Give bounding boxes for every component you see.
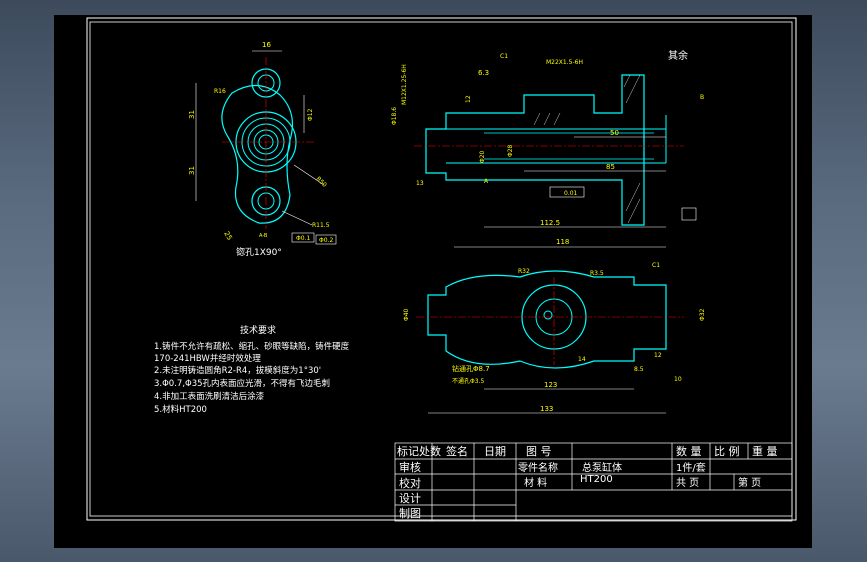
tb-qty: 1件/套	[676, 461, 706, 474]
hatch	[533, 112, 541, 126]
hatch	[625, 74, 641, 104]
tech-line: 4.非加工表面洗刷清洁后涂漆	[154, 391, 265, 402]
dim-small: Φ12	[307, 108, 314, 121]
tb-review: 审核	[399, 460, 421, 474]
tech-heading: 技术要求	[240, 324, 276, 336]
hatch	[625, 182, 641, 212]
dim-d28: Φ28	[507, 144, 514, 157]
dim-c1: C1	[500, 53, 508, 60]
port-hole	[543, 310, 553, 320]
dim-16: 16	[262, 41, 271, 49]
dim-12-b: 12	[654, 352, 662, 359]
dim-112-5: 112.5	[540, 219, 560, 227]
drill-note-1: 钻通孔Φ8.7	[452, 364, 490, 373]
tech-requirements: 技术要求 1.铸件不允许有疏松、缩孔、砂眼等缺陷，铸件硬度 170-241HBW…	[154, 324, 350, 415]
dim-d20: Φ20	[479, 150, 486, 163]
dim-r32: R32	[518, 268, 530, 275]
tol-box-2-text: Φ0.2	[319, 237, 333, 244]
dim-14: 14	[578, 356, 586, 363]
tech-line: 2.未注明铸造圆角R2-R4，拔模斜度为1°30'	[154, 365, 321, 376]
tb-page: 第 页	[738, 476, 761, 489]
flange-view: 16 31 31 R16 Φ12 R50 R11.5 25 A-B Φ0.1 Φ…	[188, 41, 337, 258]
tb-date: 日期	[484, 445, 506, 458]
tech-line: 5.材料HT200	[154, 404, 207, 415]
tb-drawing-no: 图 号	[526, 445, 552, 458]
body-outline	[425, 74, 645, 226]
dim-123: 123	[544, 381, 557, 389]
tb-part-label: 零件名称	[518, 461, 558, 474]
outer-border	[86, 17, 797, 521]
dim-8-5: 8.5	[634, 366, 644, 373]
datum-b: B	[700, 94, 704, 101]
tb-design: 设计	[399, 492, 421, 505]
tb-sign: 签名	[446, 444, 468, 458]
dim-31-top: 31	[188, 110, 196, 119]
tol-box-1	[291, 232, 315, 243]
datum-a: A	[484, 178, 489, 185]
hatch	[543, 112, 551, 126]
tech-line: 1.铸件不允许有疏松、缩孔、砂眼等缺陷，铸件硬度	[154, 341, 350, 352]
flatness-val: 0.01	[564, 190, 578, 197]
other-note: 其余	[668, 49, 688, 62]
flange-outline	[221, 84, 293, 224]
title-block-text: 标记处数 签名 日期 图 号 数 量 比 例 重 量 审核 零件名称 总泵缸体 …	[397, 444, 778, 520]
tol-box-1-text: Φ0.1	[296, 235, 310, 242]
datum-frame	[681, 207, 697, 221]
title-block	[394, 442, 793, 522]
dim-25: 25	[222, 230, 233, 242]
tech-line: 3.Φ0.7,Φ35孔内表面应光滑，不得有飞边毛刺	[154, 378, 330, 389]
dim-line	[293, 164, 325, 186]
tb-weight-label: 重 量	[752, 444, 778, 458]
feature-frame	[549, 186, 585, 198]
drill-note-2: 不通孔Φ3.5	[452, 377, 484, 385]
dim-13: 13	[416, 180, 424, 187]
tol-box-2	[315, 234, 337, 245]
dim-133: 133	[540, 405, 553, 413]
top-view: R32 R3.5 C1 Φ40 Φ32 14 8.5 12 10 钻通孔Φ8.7…	[403, 262, 706, 414]
tb-drafting: 制图	[399, 507, 421, 520]
tb-material: HT200	[580, 474, 613, 485]
tb-check: 校对	[399, 476, 421, 490]
dim-12: 12	[465, 95, 472, 103]
tb-qty-label: 数 量	[676, 445, 702, 458]
dim-c1-bottom: C1	[652, 262, 660, 269]
dim-50: 50	[610, 129, 619, 137]
dim-r50: R50	[315, 175, 328, 188]
hatch	[627, 198, 641, 224]
drawing-sheet: 16 31 31 R16 Φ12 R50 R11.5 25 A-B Φ0.1 Φ…	[54, 15, 812, 548]
tb-scale-label: 比 例	[714, 444, 740, 458]
tol-ab: A-B	[259, 233, 268, 239]
main-section-view: C1 M22X1.5-6H 6.3 12 其余 Φ18.6 M12X1.25-6…	[391, 49, 704, 248]
dim-r3-5: R3.5	[590, 270, 604, 277]
left-d1: Φ18.6	[391, 107, 398, 125]
dim-r11-5: R11.5	[312, 222, 330, 229]
tb-marks: 标记处数	[397, 444, 441, 458]
inner-border	[89, 21, 793, 517]
dim-d32: Φ32	[699, 308, 706, 321]
tb-part-name: 总泵缸体	[582, 461, 622, 474]
hole-note: 锪孔1X90°	[236, 246, 282, 258]
hatch	[623, 74, 631, 88]
dim-31-bottom: 31	[188, 166, 196, 175]
dim-118: 118	[556, 238, 569, 246]
tb-total-pages: 共 页	[676, 477, 699, 489]
roughness: 6.3	[478, 69, 489, 77]
hatch	[553, 112, 561, 126]
dim-10: 10	[674, 376, 682, 383]
left-d2: M12X1.25-6H	[401, 64, 408, 105]
dim-line	[281, 210, 313, 226]
dim-r16: R16	[214, 88, 226, 95]
dim-d40: Φ40	[403, 308, 410, 321]
thread-note: M22X1.5-6H	[546, 59, 583, 66]
tech-line: 170-241HBW并经时效处理	[154, 353, 261, 364]
tb-material-label: 材 料	[524, 476, 547, 489]
cad-drawing: 16 31 31 R16 Φ12 R50 R11.5 25 A-B Φ0.1 Φ…	[86, 17, 797, 522]
dim-85: 85	[606, 163, 615, 171]
